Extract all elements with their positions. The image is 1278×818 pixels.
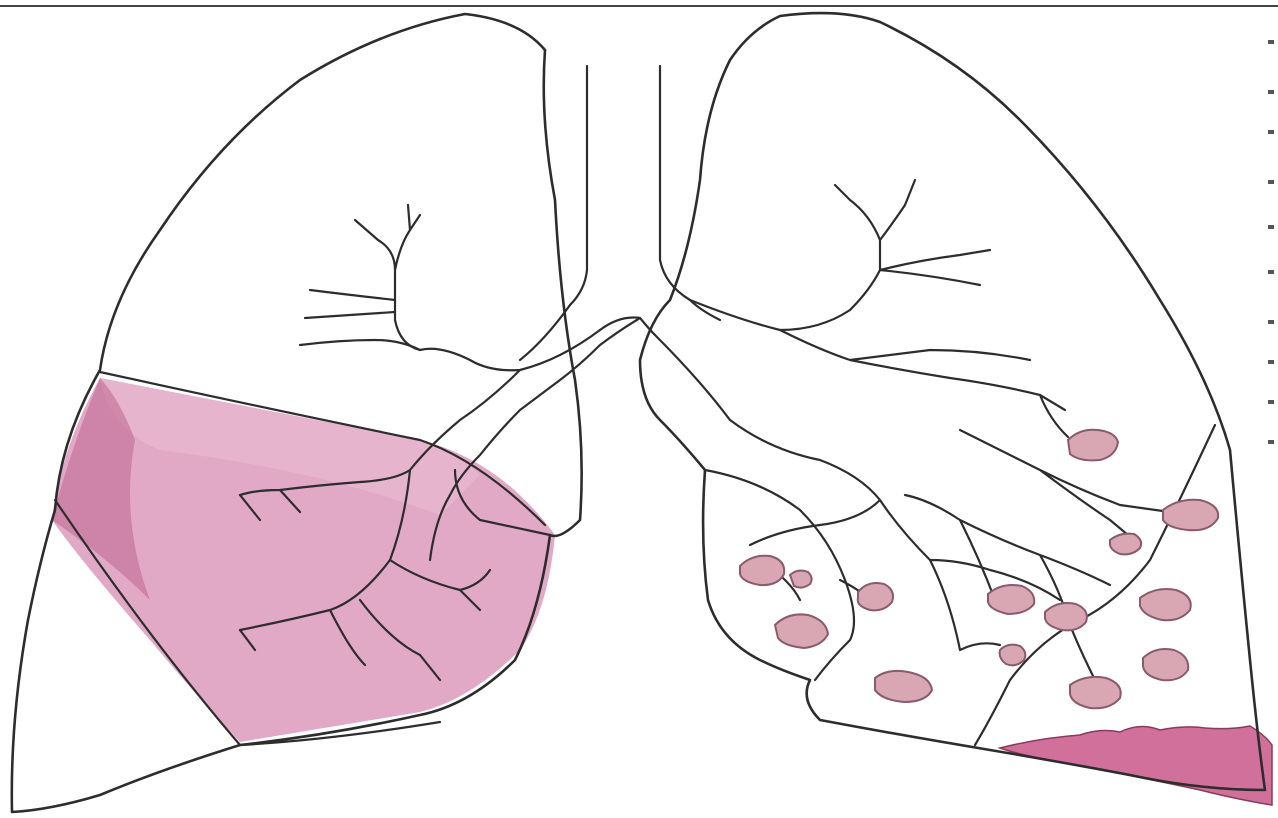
edge-marks <box>1268 40 1274 444</box>
nodule <box>1143 649 1188 680</box>
nodule <box>875 671 932 702</box>
nodule <box>1110 534 1141 555</box>
left-lung-nodules <box>740 430 1218 709</box>
nodule <box>1070 677 1121 708</box>
nodule <box>1045 603 1087 630</box>
nodule <box>1068 430 1118 461</box>
right-lung <box>12 14 582 812</box>
nodule <box>1163 500 1218 531</box>
nodule <box>1140 589 1191 620</box>
nodule <box>790 571 812 588</box>
nodule <box>988 585 1034 614</box>
nodule <box>858 583 893 610</box>
trachea <box>520 66 720 360</box>
left-lung <box>640 13 1272 805</box>
trachea-left-wall <box>570 66 587 305</box>
nodule <box>1000 645 1026 666</box>
nodule <box>740 556 784 585</box>
nodule <box>775 614 828 648</box>
left-basal-consolidation <box>1000 726 1272 805</box>
trachea-right-wall <box>660 66 690 300</box>
